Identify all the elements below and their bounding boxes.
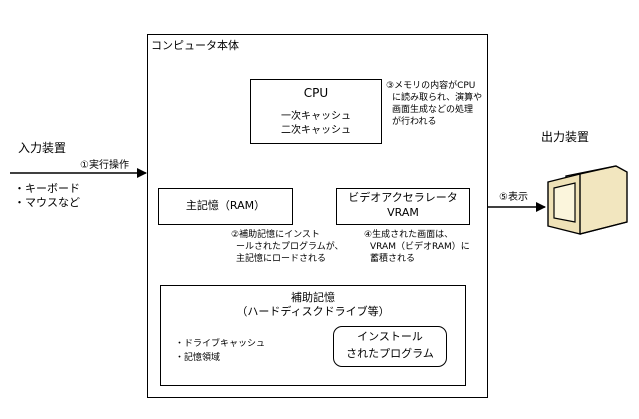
note-step3-line4: が行われる (392, 117, 437, 127)
note-step2-line1: ②補助記憶にインスト (231, 230, 320, 240)
video-accelerator-label-1: ビデオアクセラレータ (348, 191, 458, 204)
note-step4-line1: ④生成された画面は、 (364, 230, 454, 240)
installed-program-label-2: されたプログラム (346, 347, 434, 360)
input-device-title: 入力装置 (18, 141, 67, 155)
note-step4-line3: 蓄積される (370, 254, 416, 264)
video-accelerator-label-2: VRAM (387, 206, 419, 219)
cpu-cache-line-1: 一次キャッシュ (281, 111, 351, 122)
note-step3-line3: 画面生成などの処理 (392, 105, 474, 115)
output-device-title: 出力装置 (541, 130, 590, 144)
note-step3-line1: ③メモリの内容がCPU (386, 81, 476, 91)
cpu-box (250, 79, 382, 144)
input-item-mouse: ・マウスなど (14, 196, 80, 209)
cpu-cache-line-2: 二次キャッシュ (281, 125, 351, 136)
input-arrow-label: ①実行操作 (80, 160, 129, 171)
monitor-icon (547, 165, 628, 235)
note-step4-line2: VRAM（ビデオRAM）に (370, 242, 470, 252)
storage-item-storage-area: ・記憶領域 (175, 353, 221, 363)
cpu-label: CPU (303, 86, 329, 100)
note-step2-line3: 主記憶にロードされる (236, 254, 327, 264)
installed-program-box (333, 326, 447, 367)
note-step3-line2: に読み取られ、演算や (392, 93, 483, 103)
video-accelerator-box (336, 188, 470, 225)
output-arrow-label: ⑤表示 (499, 192, 528, 203)
main-memory-box (158, 188, 293, 225)
computer-body-title: コンピュータ本体 (151, 39, 239, 52)
auxiliary-storage-label-1: 補助記憶 (291, 291, 335, 304)
main-memory-label: 主記憶（RAM） (185, 199, 266, 212)
storage-item-drive-cache: ・ドライブキャッシュ (175, 339, 266, 349)
note-step2-line2: ールされたプログラムが、 (236, 242, 344, 252)
installed-program-label-1: インストール (357, 330, 423, 343)
auxiliary-storage-label-2: （ハードディスクドライブ等） (236, 305, 390, 318)
input-item-keyboard: ・キーボード (14, 182, 80, 195)
